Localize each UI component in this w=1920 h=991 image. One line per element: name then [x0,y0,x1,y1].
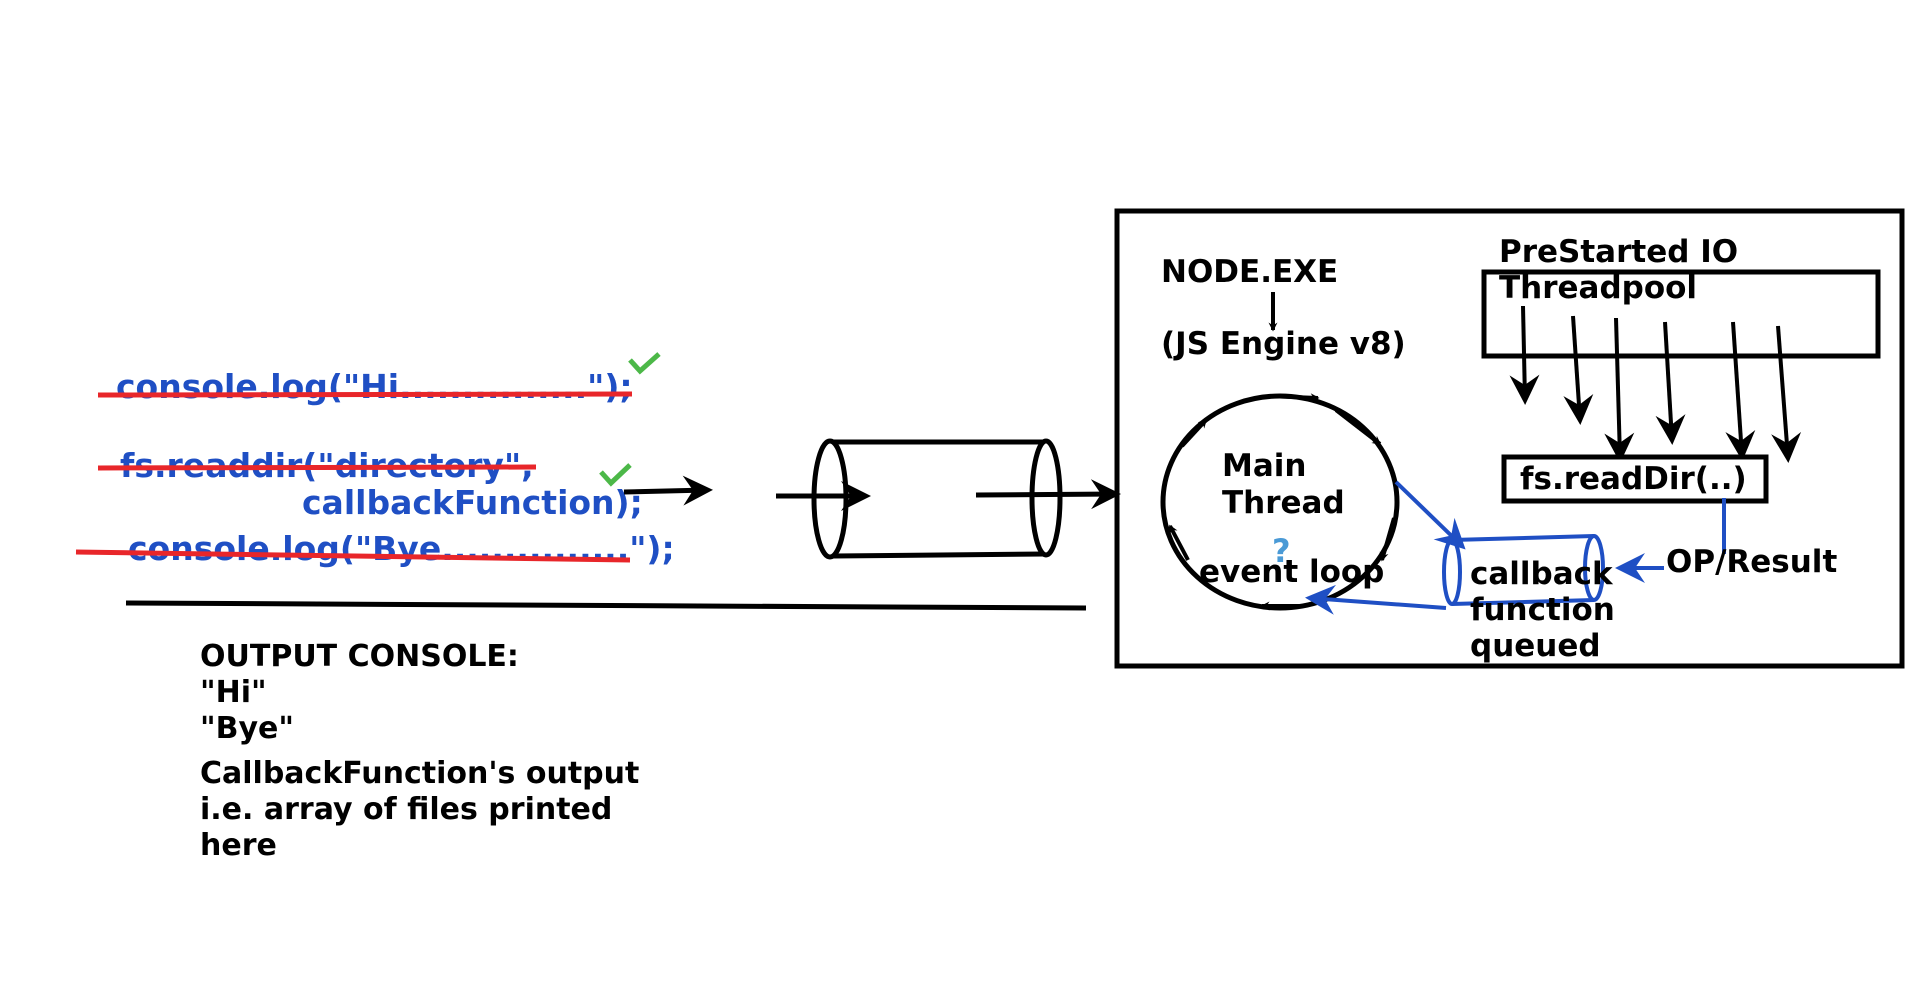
thread-arrows [1509,305,1802,463]
pipe-bottom-edge [833,551,1045,559]
output-console: OUTPUT CONSOLE: "Hi" "Bye" CallbackFunct… [200,639,639,863]
code-line-console-bye: console.log("Bye..............."); [128,529,675,568]
code-line-callback: callbackFunction); [302,483,643,522]
callback-queue [1442,534,1605,606]
thread-arrow [1509,305,1540,405]
code-line-console-hi: console.log("Hi..............."); [116,367,633,406]
main-thread-label-1: Main [1222,448,1306,484]
event-loop-circle [1160,393,1400,611]
output-note-1: CallbackFunction's output [200,756,639,791]
readdir-box [1501,454,1769,504]
thread-arrow [1563,315,1594,425]
main-thread-label-2: Thread [1222,485,1345,521]
node-exe-box [1114,208,1905,669]
arrow-queue-to-loop [1305,584,1447,615]
queue-label-2: function [1470,592,1615,628]
loop-arrow [1168,524,1190,561]
loop-arrow [1267,393,1320,403]
strike-line-1 [97,391,633,398]
strike-line-2 [97,464,537,471]
threadpool-box [1481,269,1881,359]
js-engine-label: (JS Engine v8) [1161,326,1406,362]
op-result-label: OP/Result [1666,544,1837,580]
queue-right-end [1583,534,1605,602]
pipe-left-end [811,438,849,560]
threadpool-title-2: Threadpool [1499,270,1697,306]
check-icon [599,463,632,487]
arrow-pipe-to-node [975,479,1121,510]
queue-label-1: callback [1470,556,1614,592]
strike-line-3 [75,549,631,563]
queue-label-3: queued [1470,628,1601,664]
thread-arrow [1655,321,1686,445]
loop-arrow [1334,408,1382,446]
event-loop-label: event loop [1199,554,1384,590]
queue-top-edge [1451,534,1595,542]
loop-arrow [1180,418,1208,448]
output-note-2: i.e. array of files printed [200,792,612,827]
arrow-code-to-pipe [623,475,713,506]
check-icon [628,352,661,375]
node-exe-title: NODE.EXE [1161,254,1338,290]
output-line-hi: "Hi" [200,675,267,710]
thread-arrow [1771,325,1802,463]
output-heading: OUTPUT CONSOLE: [200,639,519,674]
divider-line [125,600,1087,611]
queue-bottom-edge [1451,598,1595,606]
code-block: console.log("Hi..............."); fs.rea… [75,352,675,568]
question-mark: ? [1272,532,1291,570]
thread-arrow [1604,317,1635,463]
threadpool-title-1: PreStarted IO [1499,234,1738,270]
arrow-loop-to-queue [1394,480,1466,550]
queue-left-end [1442,538,1462,606]
pipe-cylinder [623,438,1121,560]
loop-arrow [1379,517,1396,562]
readdir-label: fs.readDir(..) [1520,461,1747,497]
output-line-bye: "Bye" [200,711,294,746]
output-note-3: here [200,828,277,863]
pipe-right-end [1029,438,1063,558]
thread-arrow [1725,321,1756,461]
